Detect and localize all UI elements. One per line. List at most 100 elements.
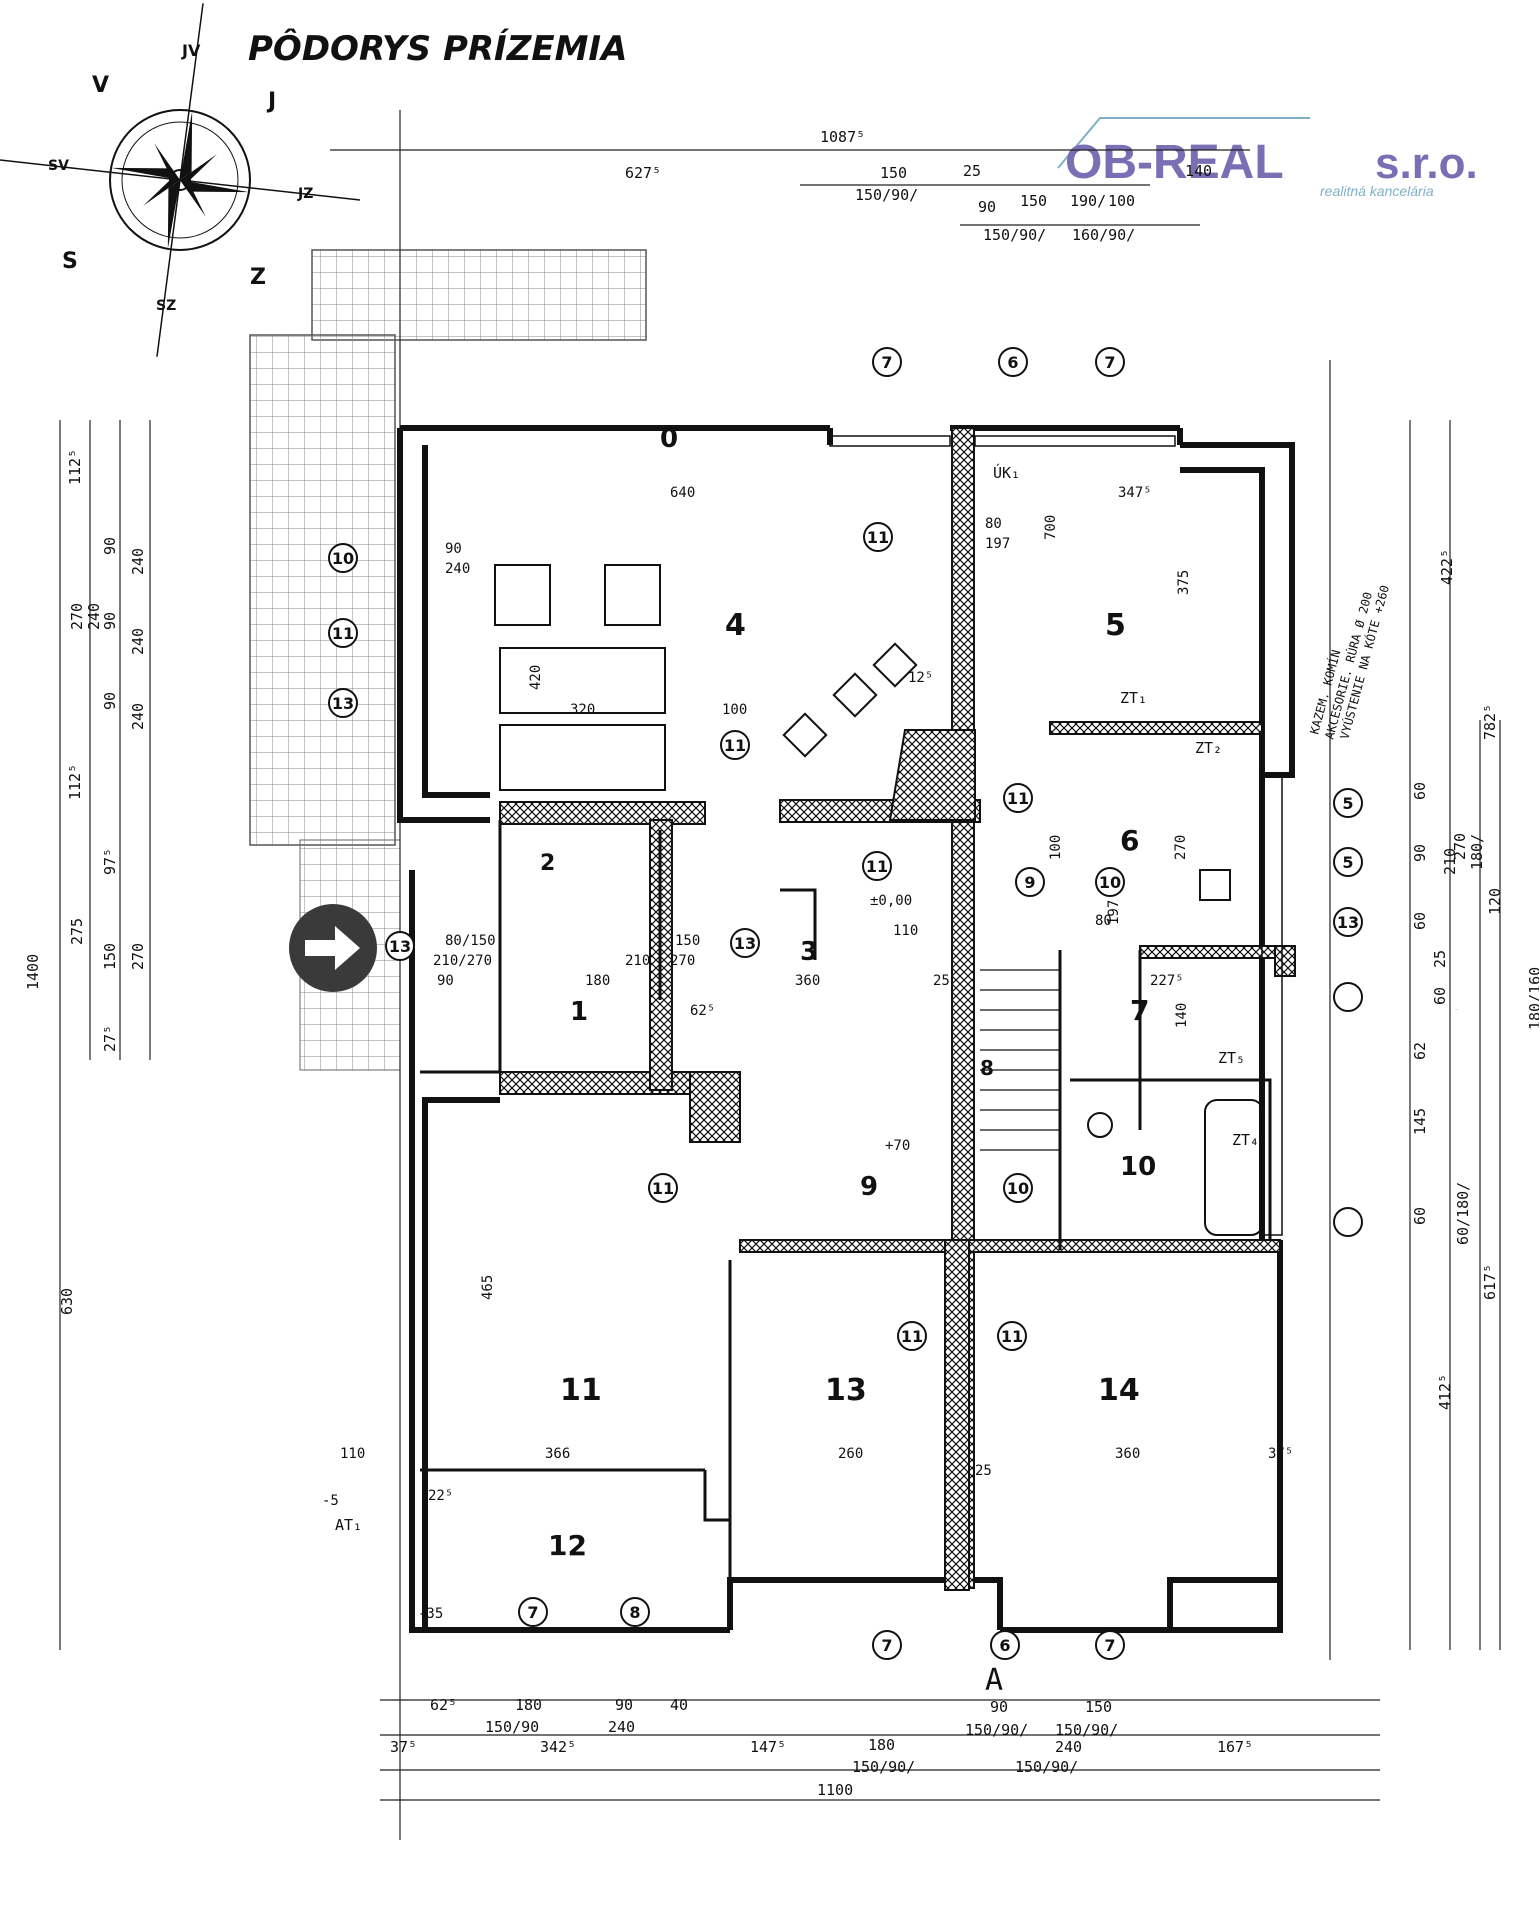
annotation-zt4: ZT₄ (1232, 1131, 1259, 1149)
compass-label-sz: SZ (156, 298, 176, 314)
entrance-arrow-icon (289, 904, 377, 992)
dimension-texts-interior: 640 347⁵ 375 700 420 320 100 80 197 90 2… (322, 485, 1293, 1622)
dim-text: 1100 (817, 1781, 853, 1799)
dim-text: 366 (545, 1446, 570, 1462)
dim-text: 27⁵ (101, 1025, 119, 1052)
dim-text: 197 (985, 536, 1010, 552)
dim-text: 150 (1020, 192, 1047, 210)
dim-text: 210 (1441, 848, 1459, 875)
brand-suffix: s.r.o. (1375, 139, 1478, 188)
dim-text: 25 (1431, 950, 1449, 968)
structural-walls (499, 427, 1296, 1591)
dim-text: 112⁵ (66, 764, 84, 800)
dim-text: 270 (1173, 835, 1189, 860)
compass-label-jz: JZ (297, 186, 313, 202)
dimension-texts-bottom: 62⁵ 180 90 40 150/90 240 37⁵ 342⁵ 147⁵ 9… (390, 1696, 1253, 1799)
annotation-1400: 1400 (1455, 1009, 1458, 1011)
marker-label: 13 (389, 937, 411, 956)
compass-label-j: J (266, 89, 276, 114)
dim-text: 100 (1108, 192, 1135, 210)
dim-text: 270 (670, 953, 695, 969)
dim-text: 90 (437, 973, 454, 989)
dim-text: 80 (1095, 913, 1112, 929)
brand-name: OB-REAL (1065, 136, 1284, 189)
marker-label: 7 (1104, 1636, 1115, 1655)
dim-text: 80/150 (445, 933, 496, 949)
dim-text: 90 (990, 1698, 1008, 1716)
dim-text: 347⁵ (1118, 485, 1152, 501)
dim-text: 375 (1176, 570, 1192, 595)
plan-title: PÔDORYS PRÍZEMIA (248, 28, 627, 69)
brand-logo: OB-REAL s.r.o. realitná kancelária (1057, 117, 1478, 199)
marker-label: 6 (1007, 353, 1018, 372)
dim-text: 422⁵ (1438, 549, 1456, 585)
marker-label: 11 (652, 1179, 674, 1198)
room-7: 7 (1130, 994, 1149, 1027)
dim-text: 617⁵ (1481, 1264, 1499, 1300)
dim-text: 60 (1411, 912, 1429, 930)
dim-text: 150 (880, 164, 907, 182)
dim-text: 62⁵ (430, 1696, 457, 1714)
dim-text: 412⁵ (1436, 1374, 1454, 1410)
annotation-at1: AT₁ (335, 1516, 362, 1534)
dim-text: 150/90 (485, 1718, 539, 1736)
dim-text: 62⁵ (690, 1003, 715, 1019)
marker-label: 11 (866, 857, 888, 876)
dim-text: 90 (445, 541, 462, 557)
marker-label: 13 (1337, 913, 1359, 932)
furniture (494, 564, 1264, 1236)
dim-text: 112⁵ (66, 449, 84, 485)
dim-text: 240 (1055, 1738, 1082, 1756)
marker-label: 11 (1001, 1327, 1023, 1346)
dim-text: 62 (1411, 1042, 1429, 1060)
brand-tagline: realitná kancelária (1320, 183, 1434, 199)
dim-text: 700 (1043, 515, 1059, 540)
dim-text: 150/90/ (852, 1758, 915, 1776)
room-5: 5 (1105, 608, 1126, 643)
dim-text: 210/270 (433, 953, 492, 969)
dim-text: 1400 (24, 954, 42, 990)
marker-label: 10 (332, 549, 354, 568)
room-13: 13 (825, 1373, 867, 1408)
marker-label: 9 (1024, 873, 1035, 892)
marker-label: 7 (527, 1603, 538, 1622)
dim-text: 240 (129, 703, 147, 730)
room-labels: 0 1 2 3 4 5 6 7 8 9 10 11 12 13 14 (540, 424, 1156, 1562)
room-12: 12 (548, 1529, 587, 1562)
dim-text: 90 (615, 1696, 633, 1714)
dim-text: 12⁵ (908, 670, 933, 686)
dim-text: 360 (795, 973, 820, 989)
dim-text: 25 (963, 162, 981, 180)
marker-label: 10 (1099, 873, 1121, 892)
dim-text: 145 (1411, 1108, 1429, 1135)
dim-text: 90 (101, 612, 119, 630)
dim-text: 782⁵ (1481, 704, 1499, 740)
annotation-zt2: ZT₂ (1195, 739, 1222, 757)
compass-rose-icon: JV V J SV JZ S Z SZ (0, 3, 361, 357)
dim-text: 100 (1048, 835, 1064, 860)
dim-text: 270 (1451, 833, 1469, 860)
compass-label-z: Z (250, 265, 266, 290)
room-0: 0 (660, 424, 678, 454)
dim-text: 25 (933, 973, 950, 989)
dim-text: 260 (838, 1446, 863, 1462)
room-6: 6 (1120, 824, 1139, 857)
dim-text: 360 (1115, 1446, 1140, 1462)
dim-text: 150/90/ (965, 1721, 1028, 1739)
marker-label: 11 (332, 624, 354, 643)
marker-label: 8 (629, 1603, 640, 1622)
room-4: 4 (725, 608, 746, 643)
marker-label: 13 (734, 934, 756, 953)
windows (829, 435, 1283, 1236)
dim-text: 147⁵ (750, 1738, 786, 1756)
dim-text: 60 (1411, 1207, 1429, 1225)
dim-text: 90 (101, 537, 119, 555)
dim-text: 1087⁵ (820, 128, 865, 146)
dim-text: 37⁵ (390, 1738, 417, 1756)
dim-text: 630 (58, 1288, 76, 1315)
section-marker-labels: 7 6 7 11 11 11 11 11 11 11 10 9 13 13 10… (332, 353, 1359, 1655)
terrace-tiles (311, 249, 647, 341)
dim-text: 640 (670, 485, 695, 501)
dim-text: 25 (975, 1463, 992, 1479)
